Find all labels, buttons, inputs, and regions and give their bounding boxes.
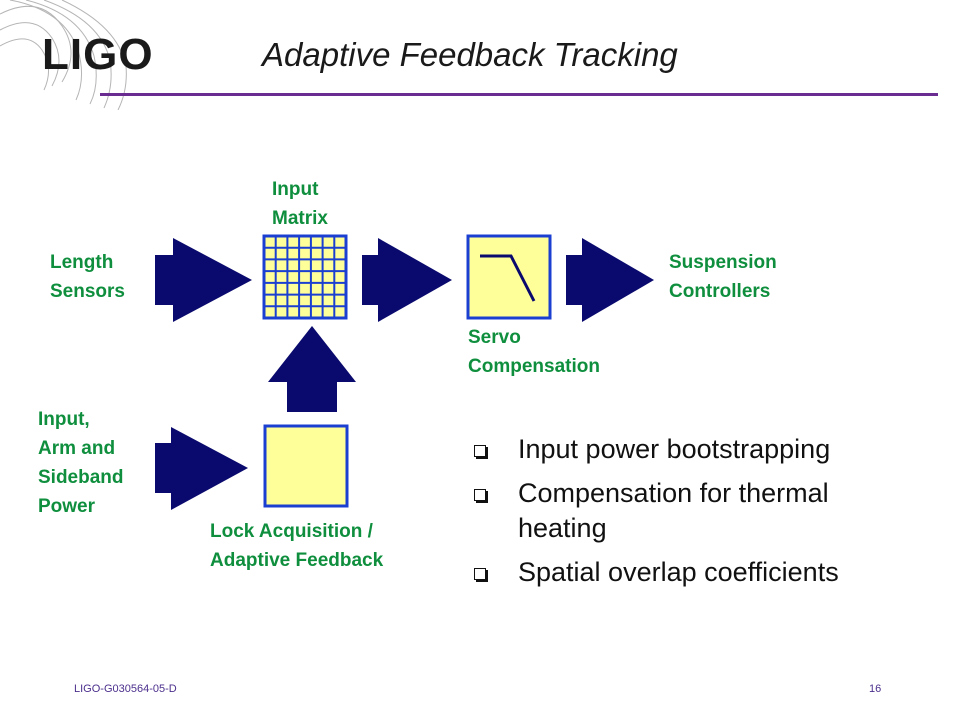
arrow-power-to-lock-acquisition — [155, 427, 248, 510]
lock-acquisition-box — [263, 424, 349, 508]
label-input-matrix: Input Matrix — [272, 179, 328, 229]
arrow-lock-acquisition-to-matrix — [268, 326, 356, 412]
bullet-text: Input power bootstrapping — [518, 434, 831, 464]
bullet-list: Input power bootstrapping Compensation f… — [470, 432, 910, 599]
checkbox-bullet-icon — [474, 568, 486, 580]
arrow-matrix-to-servo — [362, 238, 452, 322]
bullet-item: Input power bootstrapping — [470, 432, 910, 467]
bullet-item: Compensation for thermal heating — [470, 476, 910, 546]
bullet-text: Spatial overlap coefficients — [518, 557, 839, 587]
bullet-text: Compensation for thermal heating — [518, 478, 829, 543]
document-id: LIGO-G030564-05-D — [74, 683, 177, 695]
title-underline — [100, 93, 938, 96]
bullet-item: Spatial overlap coefficients — [470, 555, 910, 590]
label-servo-compensation: Servo Compensation — [468, 327, 600, 377]
ligo-logo: LIGO — [42, 30, 154, 79]
label-power-inputs: Input, Arm and Sideband Power — [38, 409, 124, 517]
label-suspension-controllers: Suspension Controllers — [669, 252, 777, 302]
arrow-length-sensors-to-matrix — [155, 238, 252, 322]
label-lock-acquisition: Lock Acquisition / Adaptive Feedback — [210, 521, 384, 571]
arrow-servo-to-suspension — [566, 238, 654, 322]
servo-rolloff-icon — [466, 234, 552, 320]
checkbox-bullet-icon — [474, 489, 486, 501]
label-length-sensors: Length Sensors — [50, 252, 125, 302]
page-number: 16 — [869, 683, 882, 695]
logo-swirl-graphic — [0, 0, 127, 110]
input-matrix-grid-icon — [262, 234, 348, 320]
slide-title: Adaptive Feedback Tracking — [262, 36, 678, 73]
checkbox-bullet-icon — [474, 445, 486, 457]
